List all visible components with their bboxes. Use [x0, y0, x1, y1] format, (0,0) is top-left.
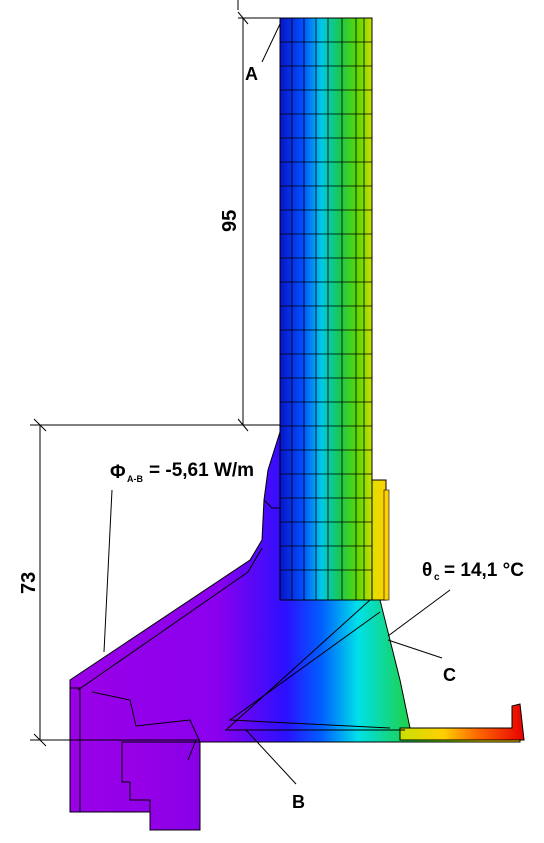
wall-grid: [280, 18, 372, 600]
left-drip-profile: [69, 687, 81, 813]
warm-lip: [399, 703, 525, 741]
temperature-symbol: θ: [422, 560, 432, 581]
point-c-label: C: [443, 665, 456, 685]
dimension-upper-label: 95: [219, 210, 241, 232]
point-a-label: A: [245, 64, 258, 84]
surface-temperature-annotation: θ c = 14,1 °C: [422, 560, 524, 583]
heat-flux-annotation: Φ A-B = -5,61 W/m: [110, 460, 254, 484]
dimension-lower-label: 73: [18, 572, 40, 594]
flux-value: = -5,61 W/m: [149, 460, 254, 481]
wall-column: [279, 17, 373, 601]
leader-lines: [103, 23, 451, 785]
lower-step-profile: [121, 741, 201, 831]
dimension-lines: [30, 0, 280, 747]
profile-outlines: [77, 499, 405, 761]
point-b-label: B: [292, 792, 305, 812]
inner-strip-edge: [383, 489, 390, 601]
flux-subscript: A-B: [127, 474, 143, 484]
temperature-subscript: c: [434, 572, 440, 583]
temperature-value: = 14,1 °C: [444, 560, 524, 581]
flux-symbol: Φ: [110, 462, 126, 483]
